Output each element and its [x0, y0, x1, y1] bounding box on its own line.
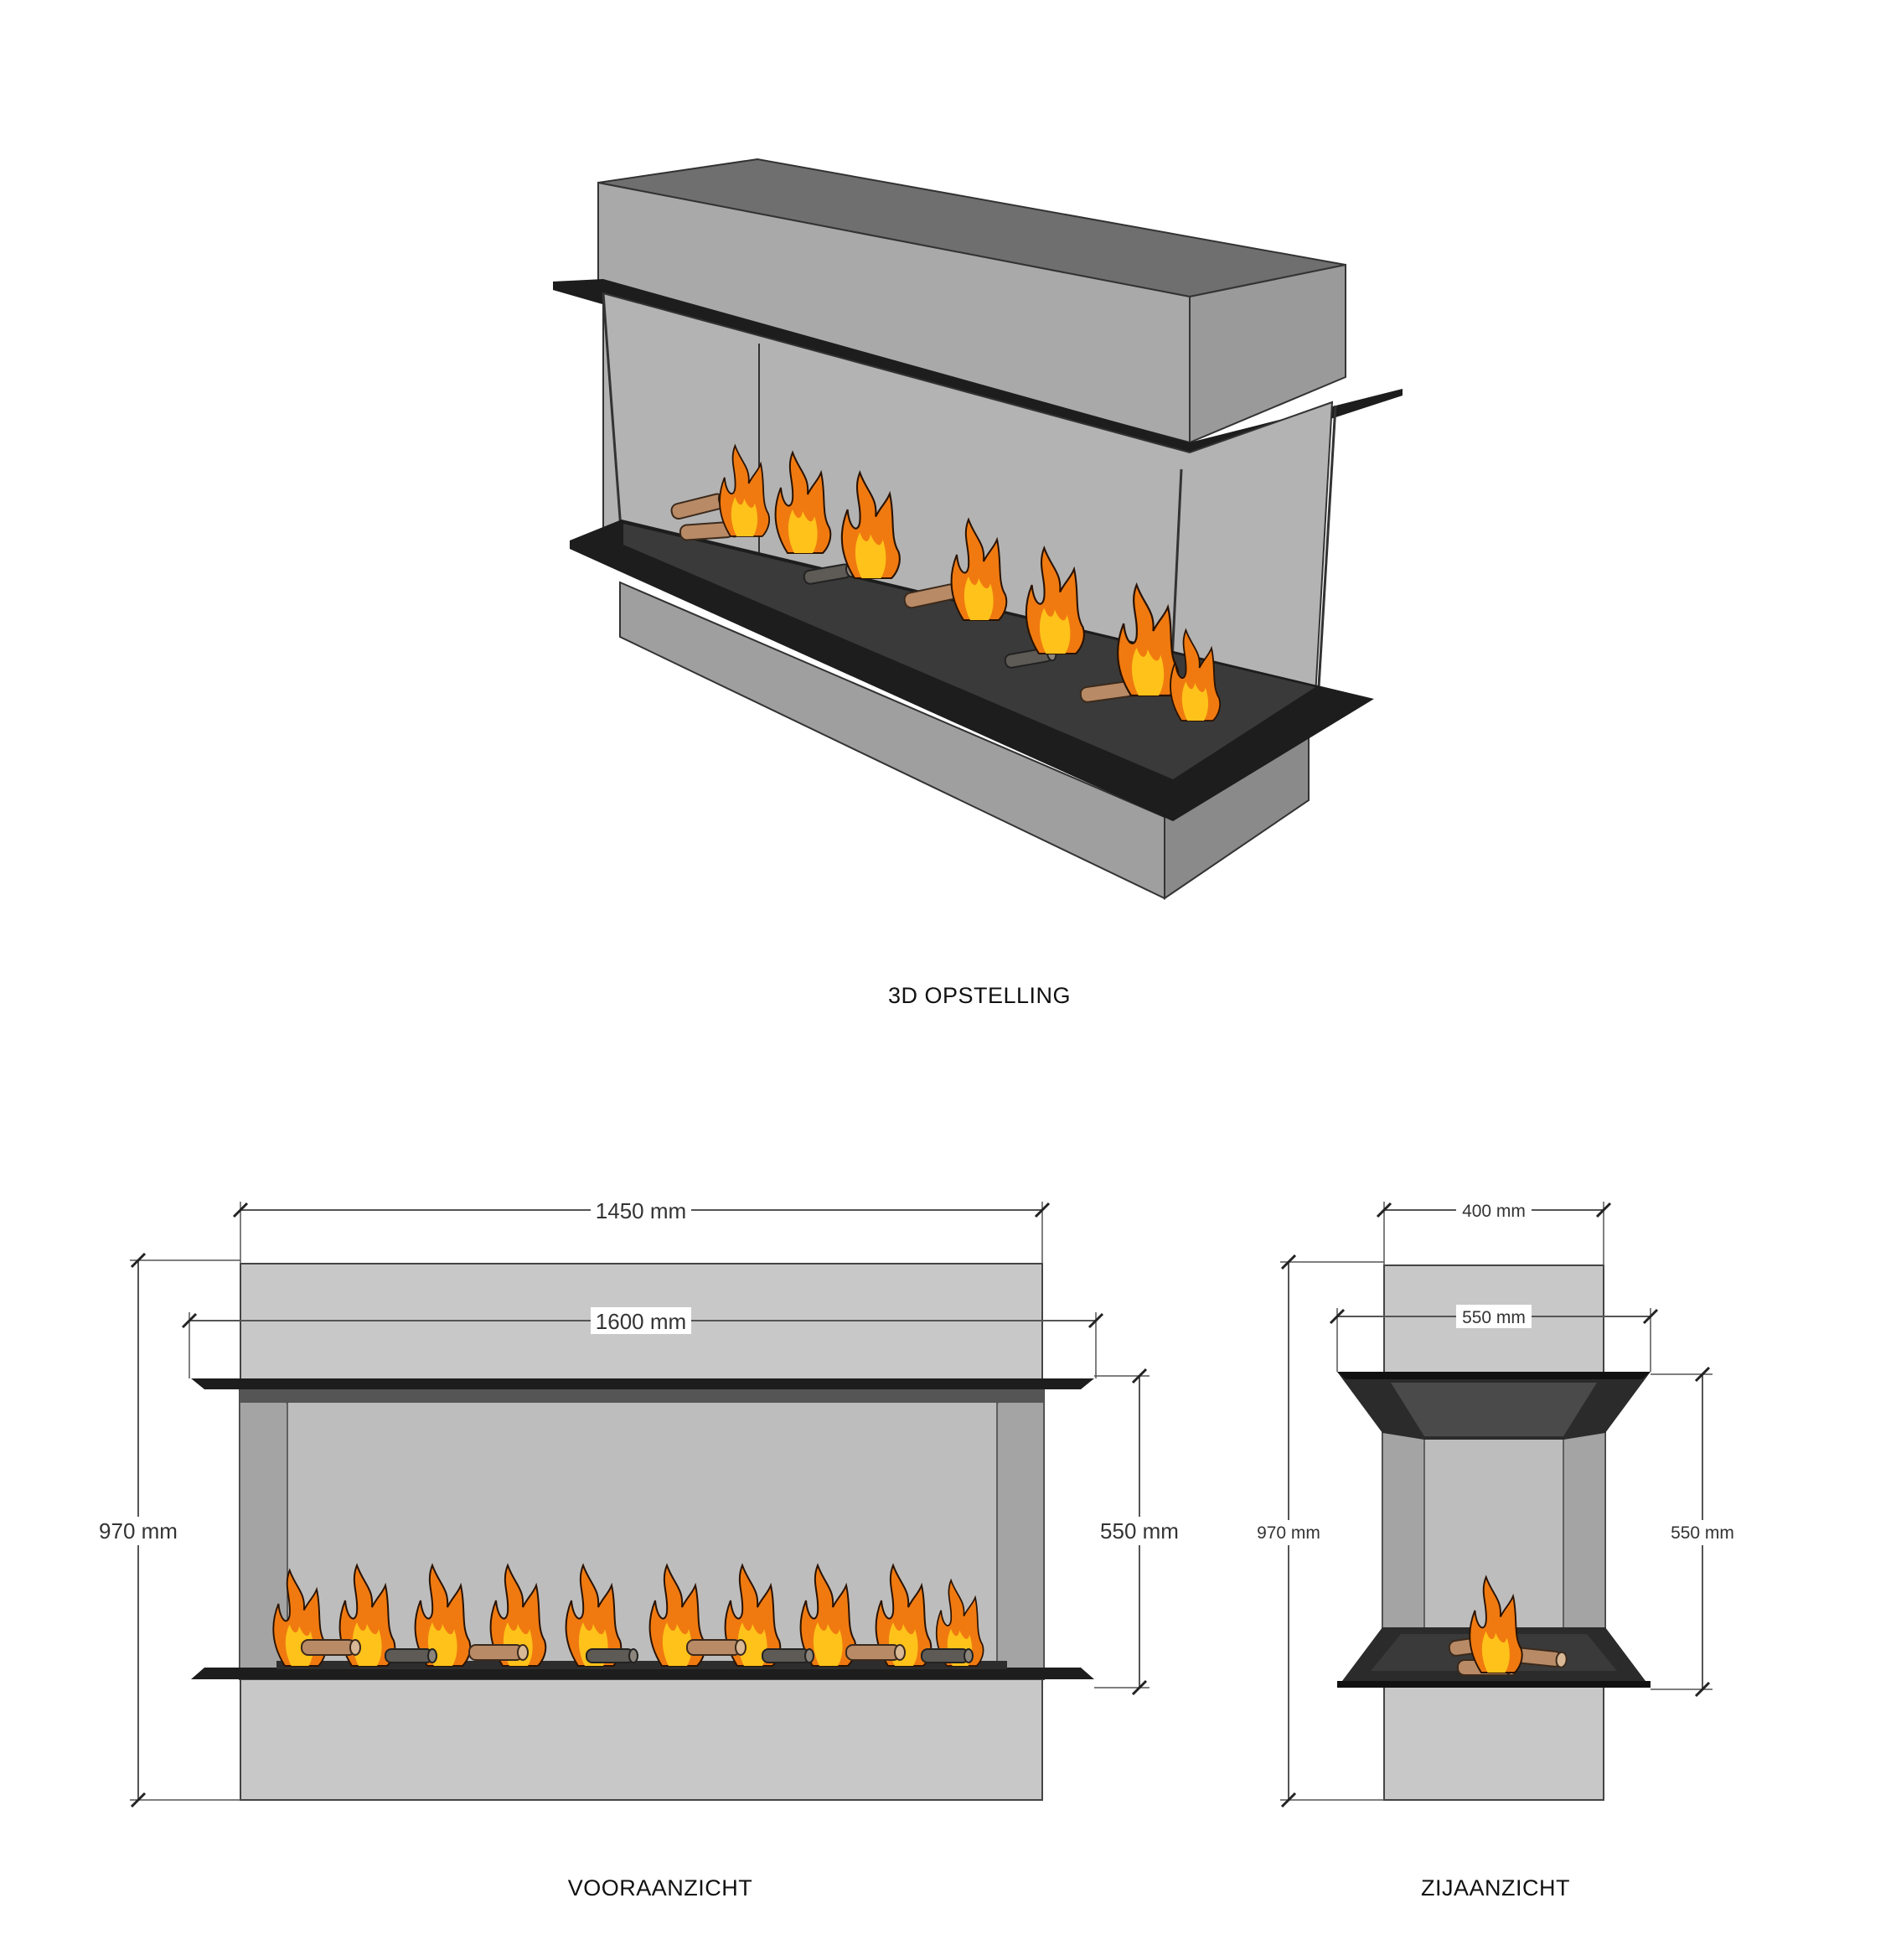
perspective-view: [553, 158, 1403, 900]
caption-front: VOORAANZICHT: [568, 1875, 753, 1901]
dim-box-depth: 400 mm: [1462, 1202, 1526, 1221]
caption-side: ZIJAANZICHT: [1421, 1875, 1570, 1901]
dim-frame-depth: 550 mm: [1462, 1308, 1526, 1327]
dim-side-opening-height: 550 mm: [1671, 1523, 1734, 1543]
dim-opening-height: 550 mm: [1100, 1518, 1179, 1544]
front-view: 1450 mm 1600 mm 970 mm 550 mm: [94, 1197, 1185, 1808]
dim-side-total-height: 970 mm: [1257, 1523, 1320, 1543]
caption-perspective: 3D OPSTELLING: [888, 983, 1071, 1008]
dim-total-height: 970 mm: [99, 1518, 178, 1544]
side-view: 400 mm 550 mm 970 mm 550 mm: [1250, 1198, 1741, 1808]
dim-frame-width: 1600 mm: [596, 1309, 686, 1334]
dim-box-width: 1450 mm: [596, 1198, 686, 1223]
